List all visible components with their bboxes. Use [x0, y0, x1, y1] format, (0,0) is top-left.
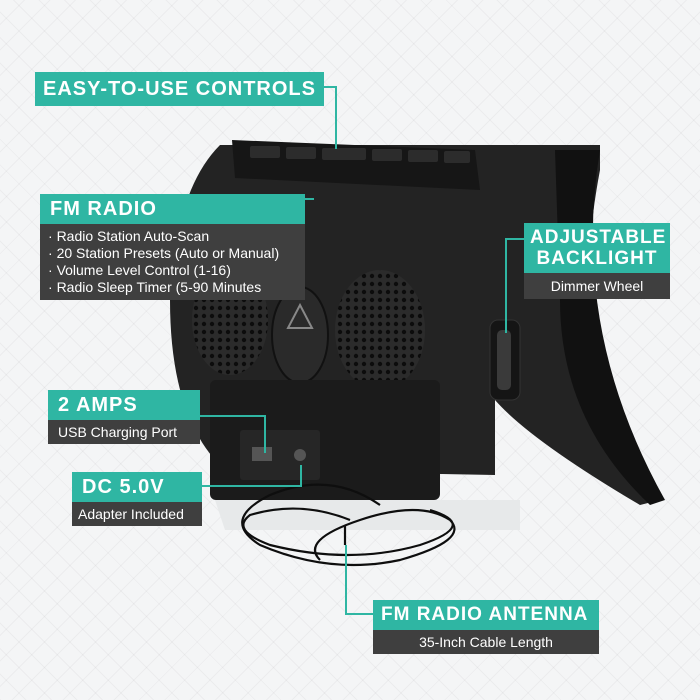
usb-subtitle: USB Charging Port: [48, 420, 200, 444]
backlight-callout: ADJUSTABLE BACKLIGHT Dimmer Wheel: [524, 223, 670, 299]
dc-title: DC 5.0V: [72, 472, 202, 502]
radio-feature-item: 20 Station Presets (Auto or Manual): [48, 245, 297, 262]
controls-callout: EASY-TO-USE CONTROLS: [35, 72, 324, 106]
antenna-cable: [241, 483, 456, 567]
radio-callout: FM RADIO Radio Station Auto-Scan 20 Stat…: [40, 194, 305, 300]
radio-feature-item: Radio Sleep Timer (5-90 Minutes: [48, 279, 297, 296]
antenna-title: FM RADIO ANTENNA: [373, 600, 599, 630]
dc-subtitle: Adapter Included: [72, 502, 202, 526]
usb-port: [252, 447, 272, 461]
usb-callout: 2 AMPS USB Charging Port: [48, 390, 200, 444]
speaker-grille-right: [335, 270, 425, 390]
backlight-title-line2: BACKLIGHT: [536, 248, 658, 269]
controls-title: EASY-TO-USE CONTROLS: [35, 72, 324, 106]
radio-feature-item: Volume Level Control (1-16): [48, 262, 297, 279]
radio-title: FM RADIO: [40, 194, 305, 224]
battery-cover: [271, 286, 329, 384]
dc-callout: DC 5.0V Adapter Included: [72, 472, 202, 526]
usb-title: 2 AMPS: [48, 390, 200, 420]
backlight-subtitle: Dimmer Wheel: [524, 273, 670, 299]
radio-feature-item: Radio Station Auto-Scan: [48, 228, 297, 245]
dc-port: [294, 449, 306, 461]
base-plate: [215, 500, 520, 530]
antenna-callout: FM RADIO ANTENNA 35-Inch Cable Length: [373, 600, 599, 654]
control-buttons: [250, 146, 470, 163]
antenna-subtitle: 35-Inch Cable Length: [373, 630, 599, 654]
radio-features-list: Radio Station Auto-Scan 20 Station Prese…: [40, 224, 305, 300]
backlight-title-line1: ADJUSTABLE: [530, 227, 667, 248]
